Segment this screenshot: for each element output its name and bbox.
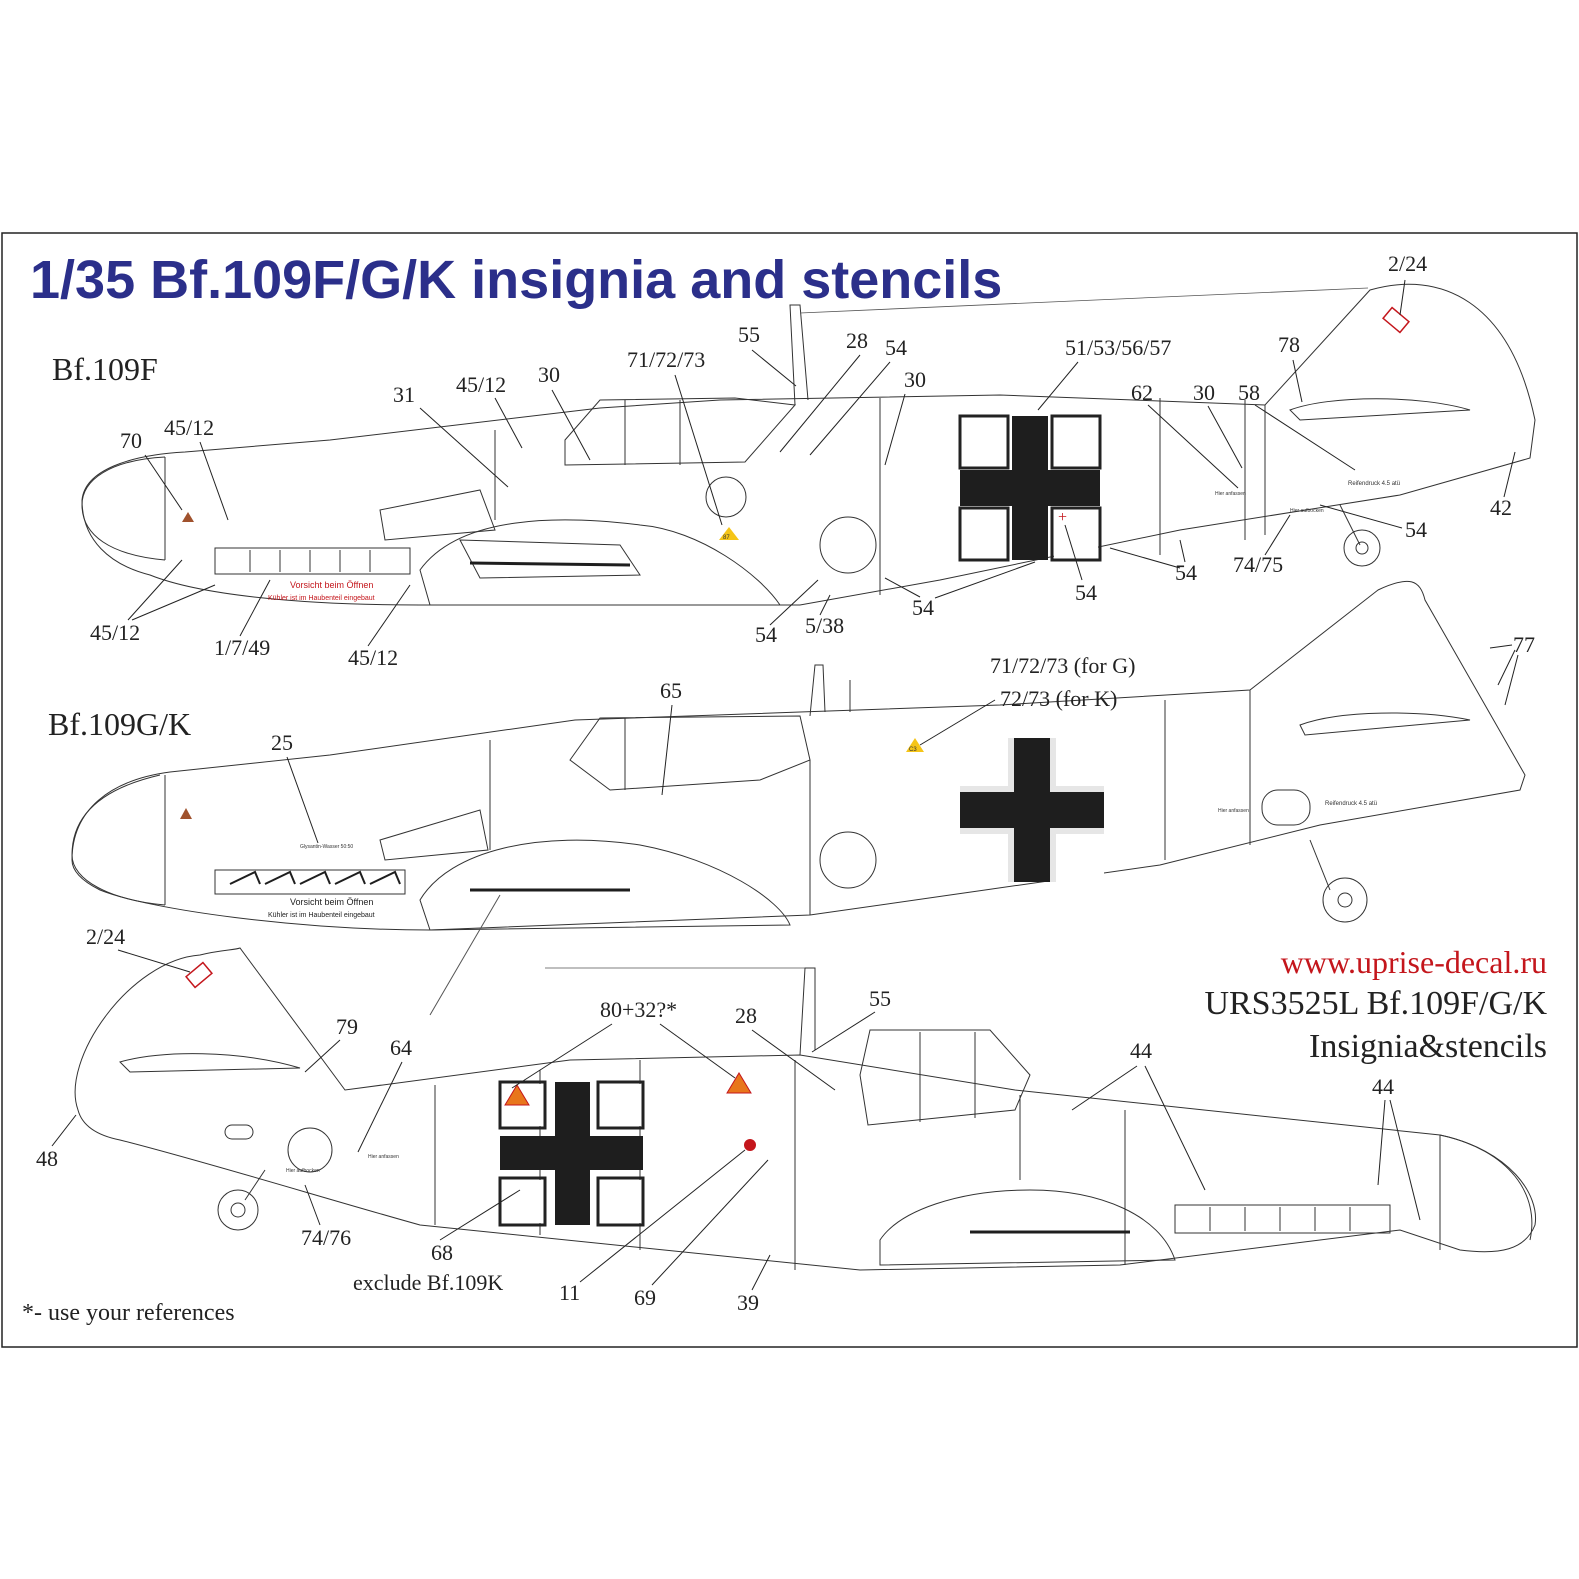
callout-port-exclude-bf109k: exclude Bf.109K xyxy=(353,1270,503,1295)
warning-triangle-a xyxy=(504,1084,530,1106)
subtitle-bf109gk: Bf.109G/K xyxy=(48,706,191,742)
hier-aufbocken-stencil-f: Hier aufbocken xyxy=(1290,508,1324,514)
oil-triangle-gk xyxy=(180,808,192,819)
svg-text:+: + xyxy=(1058,509,1067,526)
callout-f-71-72-73: 71/72/73 xyxy=(627,347,705,372)
callout-port-79: 79 xyxy=(336,1014,358,1039)
hier-anfassen-stencil-gk: Hier anfassen xyxy=(1218,808,1249,814)
callout-port-28: 28 xyxy=(735,1003,757,1028)
bf109f-leaders xyxy=(127,279,1516,647)
callout-port-48: 48 xyxy=(36,1146,58,1171)
callout-f-55: 55 xyxy=(738,322,760,347)
callout-f-30b: 30 xyxy=(904,367,926,392)
callout-gk-72-73-for-k: 72/73 (for K) xyxy=(1000,686,1117,711)
glysantin-stencil: Glysantin-Wasser 50:50 xyxy=(300,844,353,850)
red-fuel-disc xyxy=(744,1139,756,1151)
bf109gk-leaders xyxy=(286,644,1519,844)
callout-gk-25: 25 xyxy=(271,730,293,755)
callout-f-45-12d: 45/12 xyxy=(348,645,398,670)
port-leaders xyxy=(51,949,1421,1291)
bf109f-profile xyxy=(81,283,1536,606)
port-balkenkreuz xyxy=(498,1080,645,1227)
callout-port-44b: 44 xyxy=(1372,1074,1394,1099)
callout-f-45-12b: 45/12 xyxy=(456,372,506,397)
footnote: *- use your references xyxy=(22,1300,235,1326)
callout-gk-65: 65 xyxy=(660,678,682,703)
callout-port-80-32: 80+32?* xyxy=(600,997,677,1022)
callout-f-30a: 30 xyxy=(538,362,560,387)
callout-f-42: 42 xyxy=(1490,495,1512,520)
callout-port-69: 69 xyxy=(634,1285,656,1310)
product-description: Insignia&stencils xyxy=(1309,1028,1547,1065)
callout-port-44a: 44 xyxy=(1130,1038,1152,1063)
port-stencils: Hier anfassen Hier aufbocken xyxy=(185,961,756,1174)
callout-f-51-53-56-57: 51/53/56/57 xyxy=(1065,335,1171,360)
callout-port-74-76: 74/76 xyxy=(301,1225,351,1250)
callout-f-62: 62 xyxy=(1131,380,1153,405)
reifendruck-stencil-gk: Reifendruck 4.5 atü xyxy=(1325,801,1377,807)
c3-triangle xyxy=(906,738,924,752)
callout-f-58: 58 xyxy=(1238,380,1260,405)
callout-f-31: 31 xyxy=(393,382,415,407)
bf109f-callouts: Bf.109F 70 45/12 31 45/12 30 71/72/73 55… xyxy=(52,251,1512,670)
callout-port-39: 39 xyxy=(737,1290,759,1315)
b7-label: 87 xyxy=(723,535,730,541)
callout-port-55: 55 xyxy=(869,986,891,1011)
oil-triangle-f xyxy=(182,512,194,522)
bf109gk-stencils: Vorsicht beim Öffnen Kühler ist im Haube… xyxy=(180,738,1377,919)
callout-port-64: 64 xyxy=(390,1035,412,1060)
bf109gk-balkenkreuz xyxy=(960,738,1104,882)
callout-f-78: 78 xyxy=(1278,332,1300,357)
callout-f-70: 70 xyxy=(120,428,142,453)
callout-f-1-7-49: 1/7/49 xyxy=(214,635,270,660)
sheet-title: 1/35 Bf.109F/G/K insignia and stencils xyxy=(30,250,1002,310)
callout-f-30c: 30 xyxy=(1193,380,1215,405)
callout-f-54d: 54 xyxy=(1075,580,1097,605)
callout-f-45-12c: 45/12 xyxy=(90,620,140,645)
callout-f-54b: 54 xyxy=(1405,517,1427,542)
callout-gk-77: 77 xyxy=(1513,632,1535,657)
vorsicht-stencil-gk: Vorsicht beim Öffnen xyxy=(290,897,373,907)
bf109gk-callouts: Bf.109G/K 25 65 71/72/73 (for G) 72/73 (… xyxy=(48,632,1535,755)
callout-f-2-24: 2/24 xyxy=(1388,251,1427,276)
callout-gk-71-72-73-for-g: 71/72/73 (for G) xyxy=(990,653,1135,678)
hier-aufbocken-stencil-port: Hier aufbocken xyxy=(286,1168,320,1174)
callout-f-54f: 54 xyxy=(755,622,777,647)
warning-triangle-b xyxy=(726,1072,752,1094)
callout-f-54a: 54 xyxy=(885,335,907,360)
kuehler-stencil-gk: Kühler ist im Haubenteil eingebaut xyxy=(268,912,375,919)
port-profile xyxy=(74,947,1537,1271)
bf109gk-profile xyxy=(71,580,1526,1016)
callout-port-11: 11 xyxy=(559,1280,580,1305)
bf109f-balkenkreuz: + xyxy=(958,414,1102,562)
callout-port-2-24: 2/24 xyxy=(86,924,125,949)
c3-label: C3 xyxy=(909,747,917,753)
callout-port-68: 68 xyxy=(431,1240,453,1265)
callout-f-45-12a: 45/12 xyxy=(164,415,214,440)
vorsicht-stencil-f: Vorsicht beim Öffnen xyxy=(290,580,373,590)
kuehler-stencil-f: Kühler ist im Haubenteil eingebaut xyxy=(268,595,375,602)
callout-f-54c: 54 xyxy=(1175,560,1197,585)
callout-f-54e: 54 xyxy=(912,595,934,620)
hier-anfassen-stencil-f: Hier anfassen xyxy=(1215,491,1246,497)
b7-triangle xyxy=(719,527,739,540)
callout-f-5-38: 5/38 xyxy=(805,613,844,638)
callout-f-28: 28 xyxy=(846,328,868,353)
product-code: URS3525L Bf.109F/G/K xyxy=(1204,985,1547,1022)
reifendruck-stencil-f: Reifendruck 4.5 atü xyxy=(1348,481,1400,487)
website-url: www.uprise-decal.ru xyxy=(1281,944,1547,980)
callout-f-74-75: 74/75 xyxy=(1233,552,1283,577)
hier-anfassen-stencil-port: Hier anfassen xyxy=(368,1154,399,1160)
port-callouts: 2/24 79 64 48 74/76 68 exclude Bf.109K 8… xyxy=(36,924,1394,1315)
subtitle-bf109f: Bf.109F xyxy=(52,351,158,387)
